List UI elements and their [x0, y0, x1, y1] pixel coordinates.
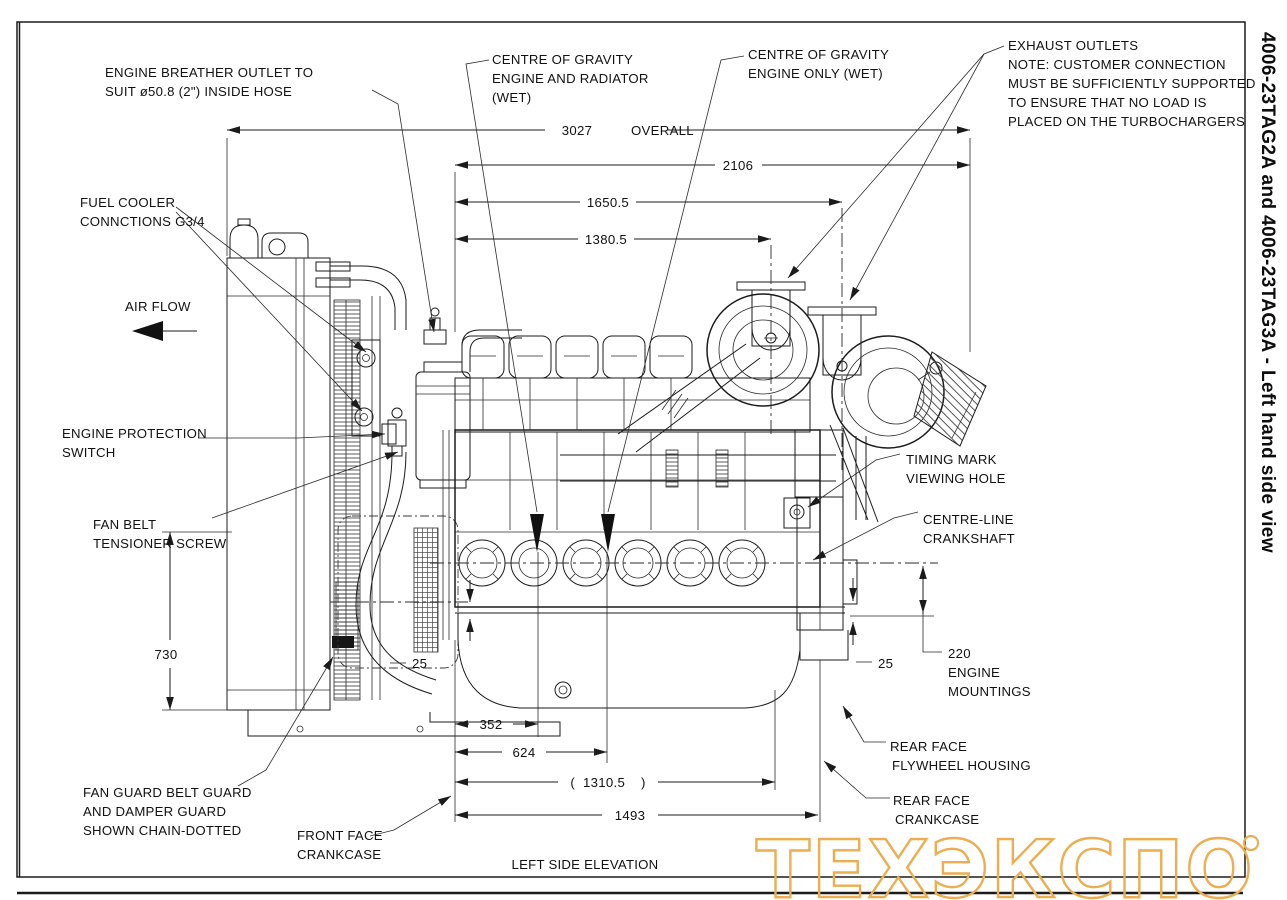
label-centreline-crankshaft-1: CENTRE-LINE: [923, 512, 1014, 527]
label-air-flow: AIR FLOW: [125, 299, 191, 314]
label-exhaust-3: MUST BE SUFFICIENTLY SUPPORTED: [1008, 76, 1256, 91]
label-front-face-2: CRANKCASE: [297, 847, 381, 862]
leader-lines: [175, 45, 1005, 837]
sheet-vertical-title: 4006-23TAG2A and 4006-23TAG3A - Left han…: [1257, 32, 1278, 553]
label-exhaust-1: EXHAUST OUTLETS: [1008, 38, 1138, 53]
dim-1650: 1650.5: [587, 195, 629, 210]
label-exhaust-5: PLACED ON THE TURBOCHARGERS: [1008, 114, 1245, 129]
fan-drive: [330, 307, 468, 669]
drawing-title: LEFT SIDE ELEVATION: [512, 857, 659, 872]
dim-1493: 1493: [615, 808, 646, 823]
label-fuel-cooler-1: FUEL COOLER: [80, 195, 175, 210]
dim-3027-suffix: OVERALL: [631, 123, 694, 138]
label-engine-mountings-1: ENGINE: [948, 665, 1000, 680]
turbochargers: [617, 208, 987, 523]
label-rear-face-flywheel-2: FLYWHEEL HOUSING: [892, 758, 1031, 773]
label-exhaust-2: NOTE: CUSTOMER CONNECTION: [1008, 57, 1226, 72]
label-cog-engine-only-1: CENTRE OF GRAVITY: [748, 47, 889, 62]
label-breather-1: ENGINE BREATHER OUTLET TO: [105, 65, 313, 80]
label-engine-protection-2: SWITCH: [62, 445, 116, 460]
engine-block: [442, 335, 858, 709]
label-cog-engine-only-2: ENGINE ONLY (WET): [748, 66, 883, 81]
label-rear-face-flywheel-1: REAR FACE: [890, 739, 967, 754]
dimensions: 3027 OVERALL 2106 1650.5 1380.5 730 25 2…: [155, 123, 1031, 823]
coolant-pipes: [315, 261, 522, 695]
label-fan-belt-1: FAN BELT: [93, 517, 156, 532]
label-breather-2: SUIT ø50.8 (2") INSIDE HOSE: [105, 84, 292, 99]
watermark: ТЕХЭКСПО: [755, 823, 1260, 900]
watermark-degree-icon: [1242, 834, 1260, 852]
watermark-text: ТЕХЭКСПО: [756, 824, 1255, 900]
label-fan-guard-2: AND DAMPER GUARD: [83, 804, 226, 819]
label-fan-guard-1: FAN GUARD BELT GUARD: [83, 785, 252, 800]
cog-arrow-engine-only: [601, 514, 615, 552]
label-engine-protection-1: ENGINE PROTECTION: [62, 426, 207, 441]
label-front-face-1: FRONT FACE: [297, 828, 383, 843]
dim-220: 220: [948, 646, 971, 661]
air-flow-arrow-icon: [132, 321, 197, 341]
label-timing-mark-2: VIEWING HOLE: [906, 471, 1006, 486]
label-rear-face-crankcase-1: REAR FACE: [893, 793, 970, 808]
label-centreline-crankshaft-2: CRANKSHAFT: [923, 531, 1015, 546]
dim-624: 624: [513, 745, 536, 760]
label-timing-mark-1: TIMING MARK: [906, 452, 997, 467]
label-rear-face-crankcase-2: CRANKCASE: [895, 812, 979, 827]
dim-3027: 3027: [562, 123, 593, 138]
label-exhaust-4: TO ENSURE THAT NO LOAD IS: [1008, 95, 1207, 110]
label-cog-engine-radiator-2: ENGINE AND RADIATOR: [492, 71, 649, 86]
label-cog-engine-radiator-1: CENTRE OF GRAVITY: [492, 52, 633, 67]
label-cog-engine-radiator-3: (WET): [492, 90, 531, 105]
annotations: ENGINE BREATHER OUTLET TO SUIT ø50.8 (2"…: [62, 38, 1256, 872]
dim-1310: ( 1310.5 ): [570, 775, 645, 790]
label-fuel-cooler-2: CONNCTIONS G3/4: [80, 214, 205, 229]
dim-2106: 2106: [723, 158, 754, 173]
dim-352: 352: [480, 717, 503, 732]
dim-25-left: 25: [412, 656, 427, 671]
dim-25-right: 25: [878, 656, 893, 671]
label-fan-guard-3: SHOWN CHAIN-DOTTED: [83, 823, 241, 838]
dim-730: 730: [155, 647, 178, 662]
sheet-frame: [16, 21, 1246, 895]
label-fan-belt-2: TENSIONER SCREW: [93, 536, 227, 551]
cog-arrow-engine-radiator: [530, 514, 544, 552]
dim-1380: 1380.5: [585, 232, 627, 247]
label-engine-mountings-2: MOUNTINGS: [948, 684, 1031, 699]
